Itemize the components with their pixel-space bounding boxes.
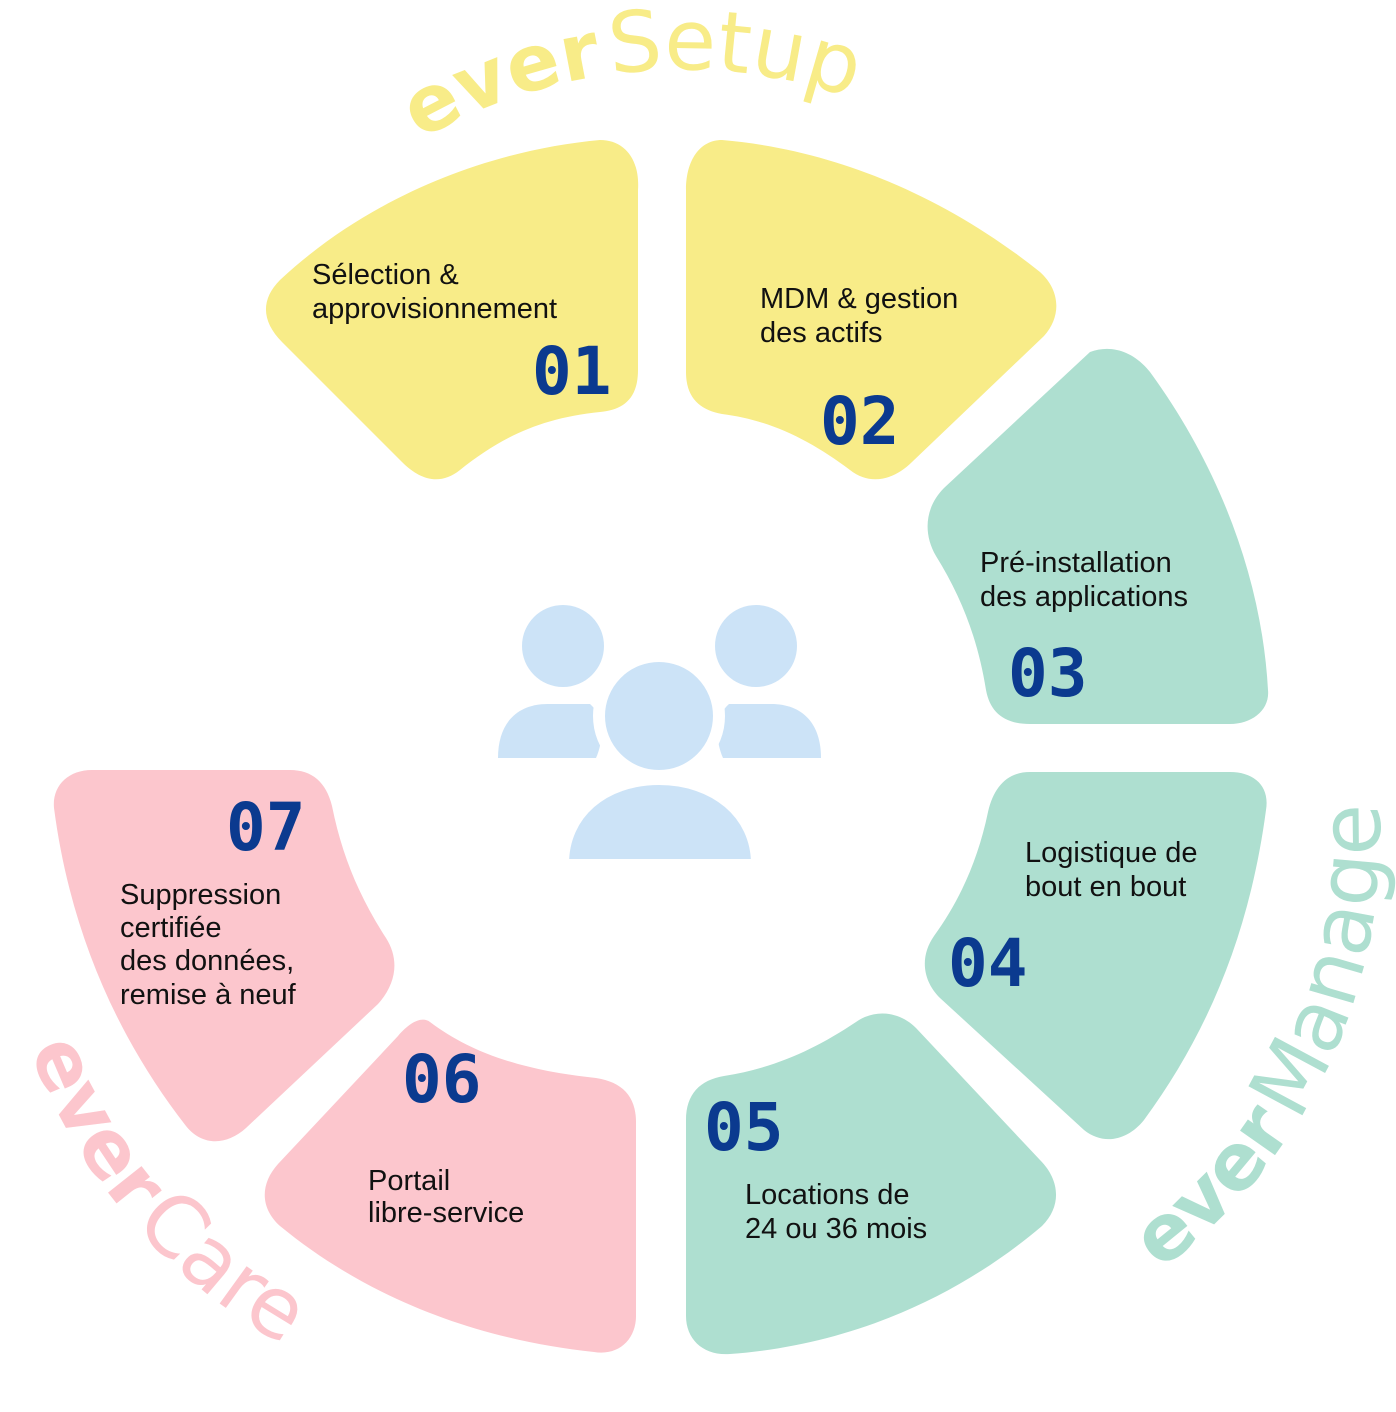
segment-07: Suppression certifiée des données, remis… <box>53 770 395 1142</box>
user-right-body <box>717 704 821 758</box>
segment-03: Pré-installation des applications 03 <box>927 348 1269 724</box>
segment-03-shape <box>927 348 1269 724</box>
users-group-icon <box>498 605 821 869</box>
segment-02-shape <box>686 140 1057 480</box>
segment-03-number: 03 <box>1008 635 1087 712</box>
segment-07-label-line: des données, <box>120 945 294 977</box>
user-left-head <box>522 605 604 687</box>
segment-03-label-line: des applications <box>980 581 1188 613</box>
svg-text:Sélection & approvisionn: Sélection & approvisionnement <box>312 259 557 325</box>
segment-04-shape <box>924 772 1267 1140</box>
segment-01-label-line: approvisionnement <box>312 293 557 325</box>
segment-07-number: 07 <box>226 789 305 866</box>
group-title-setup: everSetup <box>387 0 874 156</box>
user-right-head <box>715 605 797 687</box>
svg-text:Portail libre-service: Portail libre-service <box>368 1165 524 1229</box>
segment-02-label-line: des actifs <box>760 317 883 349</box>
segment-03-label-line: Pré-installation <box>980 547 1172 579</box>
segment-01-number: 01 <box>532 333 611 410</box>
segment-06-label-line: Portail <box>368 1165 450 1197</box>
svg-text:MDM & gestion des actifs: MDM & gestion des actifs <box>760 283 966 349</box>
svg-text:Locations de 24 ou 36 mo: Locations de 24 ou 36 mois <box>745 1179 927 1245</box>
svg-text:Suppression certifiée: Suppression certifiée des données, remis… <box>120 879 302 1011</box>
segment-07-label-line: remise à neuf <box>120 979 297 1011</box>
segment-02-number: 02 <box>820 383 899 460</box>
svg-text:Pré-installation des app: Pré-installation des applications <box>980 547 1188 613</box>
segment-01: Sélection & approvisionnement 01 <box>265 140 639 480</box>
segment-05-label-line: 24 ou 36 mois <box>745 1213 927 1245</box>
segment-07-label-line: Suppression <box>120 879 281 911</box>
user-center-head <box>593 650 725 782</box>
segment-06-label-line: libre-service <box>368 1197 524 1229</box>
segment-06-number: 06 <box>402 1041 481 1118</box>
segment-01-shape <box>265 140 639 480</box>
segment-07-shape <box>53 770 395 1142</box>
user-center-body <box>558 774 762 869</box>
segment-05: Locations de 24 ou 36 mois 05 <box>686 1013 1057 1355</box>
segment-05-label-line: Locations de <box>745 1179 909 1211</box>
segment-02-label-line: MDM & gestion <box>760 283 958 315</box>
segment-01-label-line: Sélection & <box>312 259 459 291</box>
segment-04-label-line: Logistique de <box>1025 837 1198 869</box>
segment-07-label-line: certifiée <box>120 912 222 944</box>
segment-02: MDM & gestion des actifs 02 <box>686 140 1057 480</box>
segment-04-number: 04 <box>948 925 1027 1002</box>
group-setup-prefix: ever <box>387 5 607 156</box>
segment-05-shape <box>686 1013 1057 1355</box>
group-setup-name: Setup <box>604 0 874 117</box>
segment-04: Logistique de bout en bout 04 <box>924 772 1267 1140</box>
segment-04-label-line: bout en bout <box>1025 871 1186 903</box>
svg-text:Logistique de bout en bo: Logistique de bout en bout <box>1025 837 1206 903</box>
user-left-body <box>498 704 602 758</box>
segment-06: Portail libre-service 06 <box>264 1019 636 1353</box>
segment-06-shape <box>264 1019 636 1353</box>
segment-05-number: 05 <box>704 1089 783 1166</box>
